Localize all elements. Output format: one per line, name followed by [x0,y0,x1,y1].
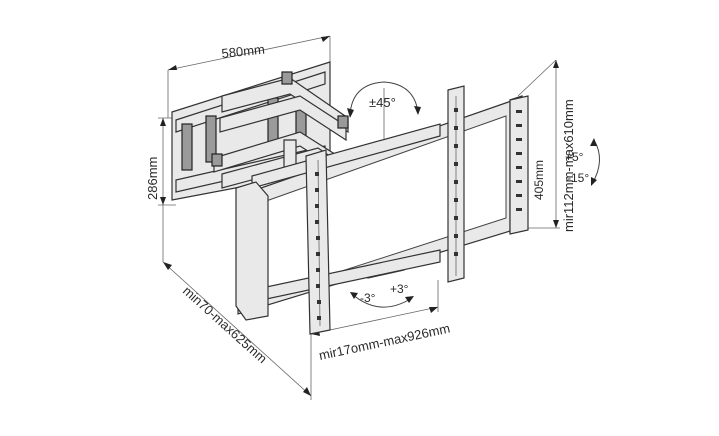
tilt-indicator [590,138,600,186]
level-plus-label: +3° [390,282,409,296]
vesa-vertical-range-label: mir112mm-max610mm [561,99,576,232]
swivel-angle-label: ±45° [369,95,396,110]
vesa-horizontal-range-label: mir17omm-max926mm [318,320,452,362]
swivel-indicator [347,81,421,142]
height-dimension [158,117,176,206]
level-minus-label: -3° [360,291,376,305]
wall-plate-height-label: 286mm [145,157,160,200]
level-rotation-indicator [350,292,414,308]
tilt-down-label: -15° [567,171,589,185]
vesa-vertical-mid-label: 405mm [532,160,546,200]
tilt-up-label: +5° [565,150,584,164]
wall-plate-width-label: 580mm [221,42,266,61]
vesa-vertical-arm-left [235,149,331,335]
vesa-vertical-arm-right [447,85,529,283]
width-dimension [167,35,331,118]
